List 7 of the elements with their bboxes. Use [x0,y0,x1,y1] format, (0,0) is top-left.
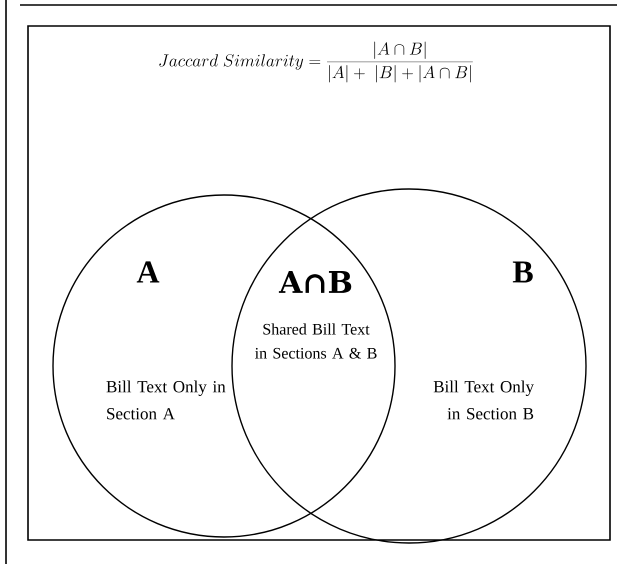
formula: $Jaccard\ Similarity = \frac{|A \cap B|}{|A| +\ |B| + |A \cap B|}$ [159,42,473,82]
intersection-letter: A∩B [278,271,352,293]
set-letter: B [512,261,533,283]
set-letter: A [136,261,160,283]
intersection-text: Shared Bill Text in Sections A & B [255,323,377,359]
region-text: Bill Text Only in Section A [106,380,226,420]
region-text: Bill Text Only in Section B [434,380,534,420]
